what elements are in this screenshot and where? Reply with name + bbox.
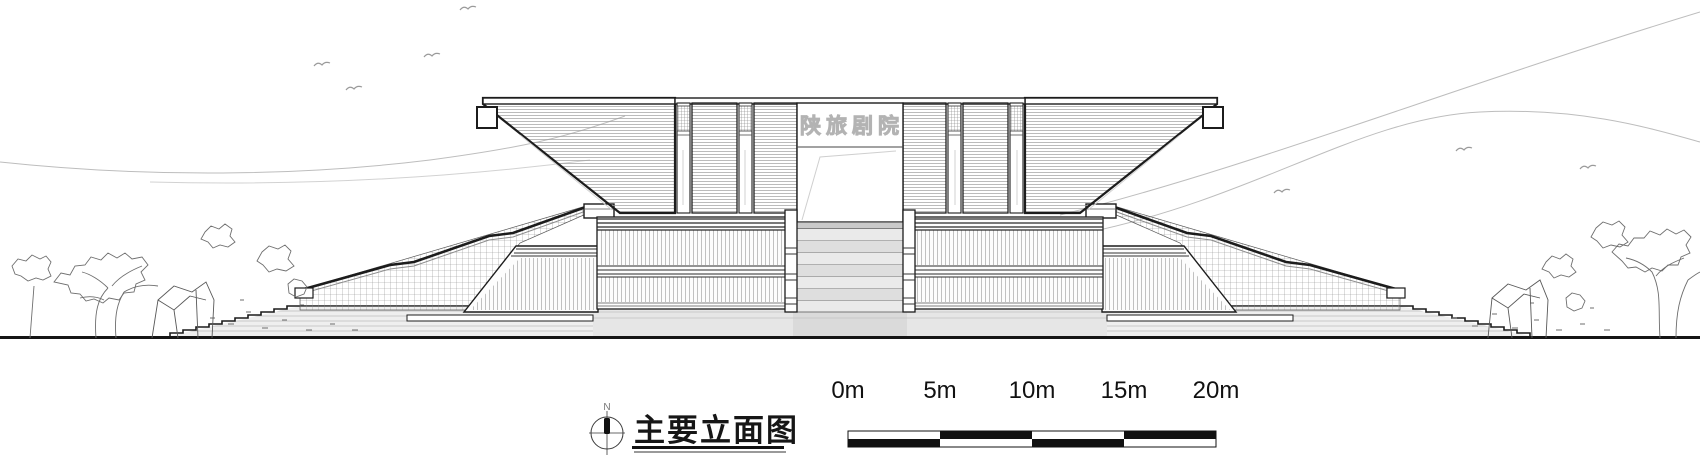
podium-plinth — [0, 305, 1700, 339]
entrance-staircase — [784, 209, 916, 313]
left-outer-steps — [169, 305, 300, 336]
left-front-curb — [406, 314, 594, 322]
right-ramp-railing — [1113, 205, 1404, 293]
stair-stringer-right — [902, 209, 916, 313]
right-pylon-group — [902, 102, 1024, 214]
scale-tick-label: 10m — [1009, 377, 1056, 404]
ground-line — [0, 336, 1700, 339]
right-roof-wing — [1023, 96, 1224, 215]
left-outer-terrace-wall — [462, 245, 599, 313]
tree-sketch-left — [11, 223, 358, 339]
left-roof-wing — [476, 96, 677, 215]
scale-tick-label: 20m — [1193, 377, 1240, 404]
scale-tick-label: 5m — [923, 377, 956, 404]
scale-tick-label: 15m — [1101, 377, 1148, 404]
drawing-title: 主要立面图 — [634, 413, 799, 448]
left-roof-notch — [476, 106, 498, 129]
title-underline — [632, 446, 784, 449]
left-ramp-railing — [296, 205, 587, 293]
tree-sketch-right — [1452, 220, 1700, 339]
scale-tick-label: 0m — [831, 377, 864, 404]
pylon-grille-cap — [738, 105, 753, 132]
right-outer-steps — [1400, 305, 1531, 336]
north-arrow-icon: N — [589, 402, 625, 455]
right-roof-notch — [1202, 106, 1224, 129]
facade-sign-text: 陕旅剧院 — [800, 114, 904, 138]
left-pylon-group — [676, 102, 798, 214]
right-outer-terrace-wall — [1101, 245, 1238, 313]
drawing-title-block: 主要立面图 — [632, 413, 799, 453]
pylon-grille-cap — [676, 105, 691, 132]
stair-stringer-left — [784, 209, 798, 313]
right-front-curb — [1106, 314, 1294, 322]
pylon-grille-cap — [947, 105, 962, 132]
bird-icons — [313, 5, 1597, 194]
central-entrance-bay: 陕旅剧院 — [796, 102, 904, 223]
north-label: N — [603, 402, 610, 413]
pylon-grille-cap — [1009, 105, 1024, 132]
scale-bar: 0m 5m 10m 15m 20m — [831, 377, 1240, 448]
